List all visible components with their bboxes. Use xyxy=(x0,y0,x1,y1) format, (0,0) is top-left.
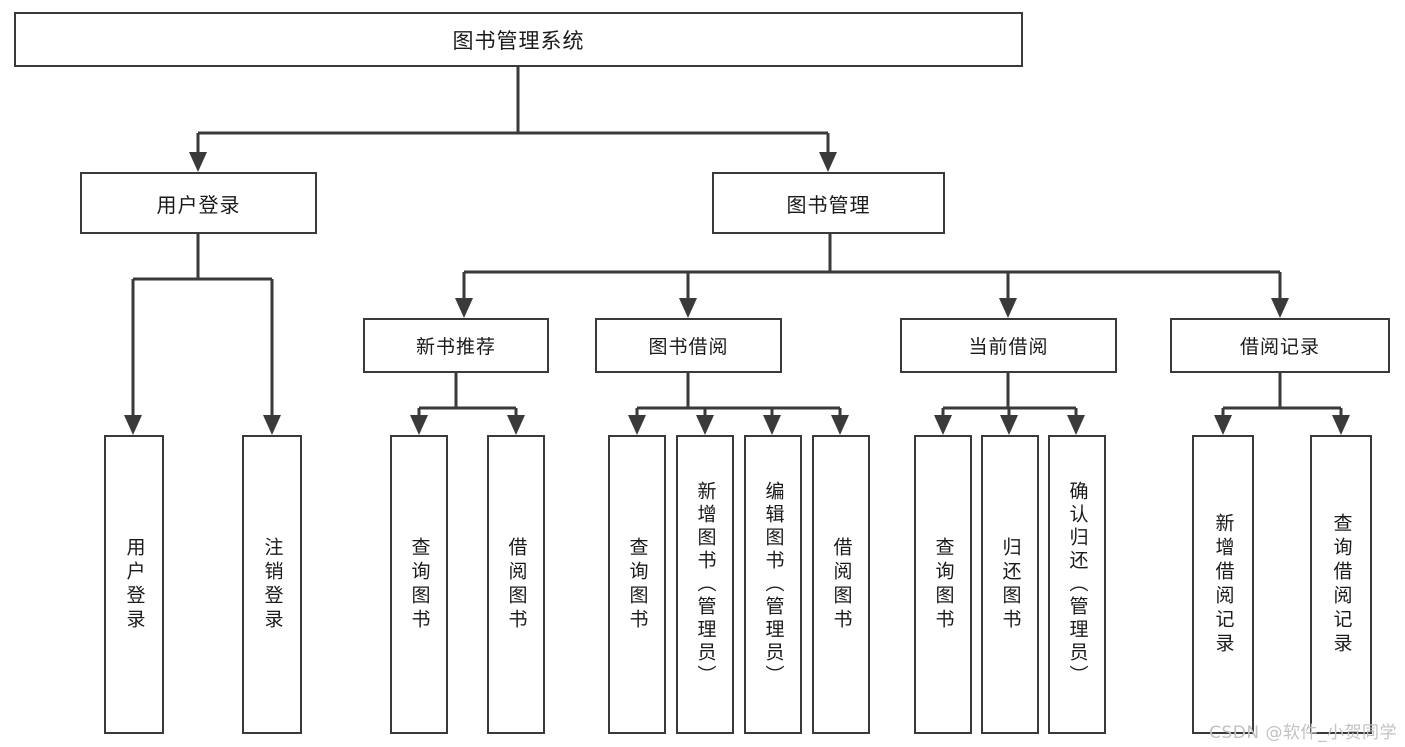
node-label: 查询图书 xyxy=(626,536,649,633)
node-label: 新增图书（管理员） xyxy=(694,481,717,688)
node-label: 注销登录 xyxy=(261,536,284,633)
node-leaf[interactable]: 借阅图书 xyxy=(487,435,545,734)
node-root[interactable]: 图书管理系统 xyxy=(14,12,1023,67)
node-label: 用户登录 xyxy=(156,192,241,217)
node-leaf[interactable]: 注销登录 xyxy=(242,435,302,734)
node-label: 新书推荐 xyxy=(415,336,496,358)
node-label: 用户登录 xyxy=(123,536,146,633)
node-label: 查询图书 xyxy=(932,536,955,633)
node-label: 归还图书 xyxy=(999,536,1022,633)
node-leaf[interactable]: 归还图书 xyxy=(981,435,1039,734)
node-label: 编辑图书（管理员） xyxy=(762,481,785,688)
node-label: 图书管理 xyxy=(786,192,871,217)
node-label: 新增借阅记录 xyxy=(1212,512,1235,657)
node-leaf[interactable]: 新增借阅记录 xyxy=(1192,435,1254,734)
node-label: 借阅图书 xyxy=(505,536,528,633)
node-leaf[interactable]: 查询图书 xyxy=(608,435,666,734)
node-label: 查询图书 xyxy=(408,536,431,633)
node-root-label: 图书管理系统 xyxy=(452,28,585,53)
node-leaf[interactable]: 用户登录 xyxy=(104,435,164,734)
node-leaf[interactable]: 借阅图书 xyxy=(812,435,870,734)
node-leaf[interactable]: 新增图书（管理员） xyxy=(676,435,734,734)
node-sub-borrow-record[interactable]: 借阅记录 xyxy=(1170,318,1390,373)
node-branch-user-login[interactable]: 用户登录 xyxy=(80,172,317,234)
node-branch-book-management[interactable]: 图书管理 xyxy=(712,172,945,234)
node-sub-book-borrow[interactable]: 图书借阅 xyxy=(595,318,782,373)
node-label: 图书借阅 xyxy=(648,336,729,358)
node-sub-new-book-recommend[interactable]: 新书推荐 xyxy=(363,318,549,373)
node-leaf[interactable]: 编辑图书（管理员） xyxy=(744,435,802,734)
node-label: 当前借阅 xyxy=(968,336,1049,358)
node-sub-current-borrow[interactable]: 当前借阅 xyxy=(900,318,1117,373)
node-leaf[interactable]: 查询图书 xyxy=(914,435,972,734)
node-leaf[interactable]: 确认归还（管理员） xyxy=(1048,435,1106,734)
node-label: 借阅图书 xyxy=(830,536,853,633)
node-label: 查询借阅记录 xyxy=(1330,512,1353,657)
watermark: CSDN @软件_小贺同学 xyxy=(1209,723,1397,743)
node-leaf[interactable]: 查询图书 xyxy=(390,435,448,734)
node-label: 确认归还（管理员） xyxy=(1066,481,1089,688)
node-leaf[interactable]: 查询借阅记录 xyxy=(1310,435,1372,734)
node-label: 借阅记录 xyxy=(1239,336,1320,358)
